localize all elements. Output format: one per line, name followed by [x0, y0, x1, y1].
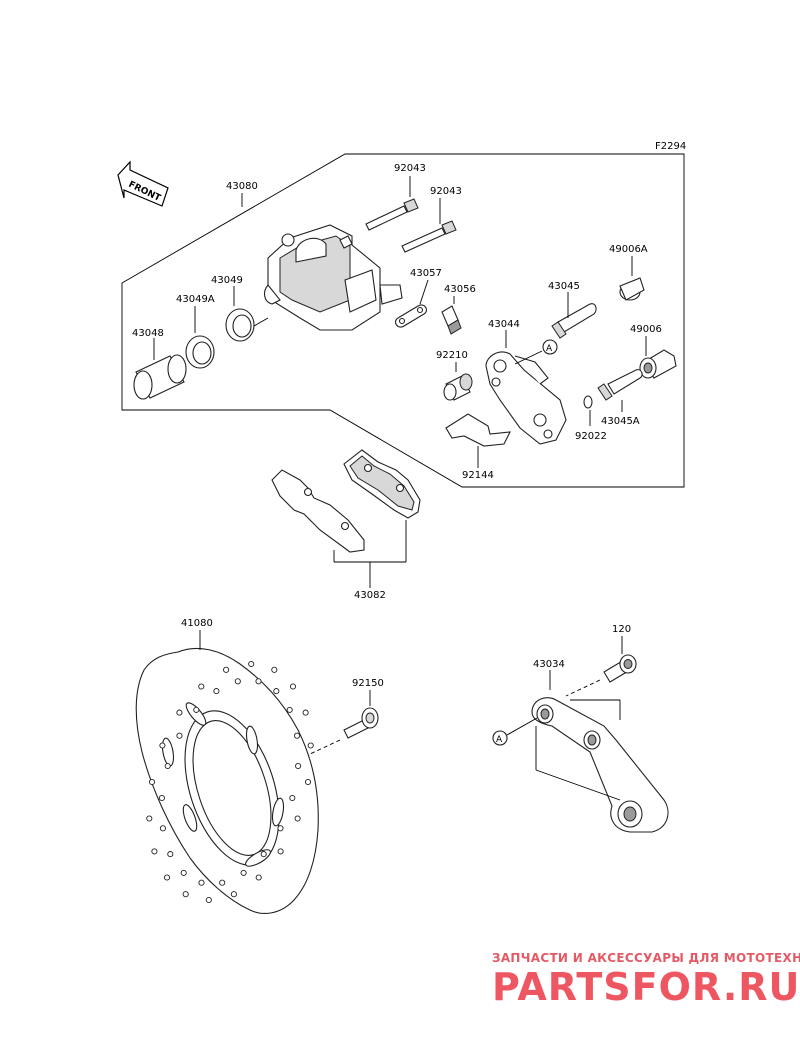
disc-hole	[167, 851, 174, 858]
label-49006: 49006	[630, 324, 662, 335]
bolt-92043-lower	[401, 198, 457, 253]
disc-hole	[146, 815, 153, 822]
part-43049A	[185, 306, 215, 369]
disc-hole	[277, 825, 284, 832]
disc-hole	[289, 683, 297, 690]
disc-hole	[295, 762, 302, 770]
watermark-brand: PARTSFOR.RU	[492, 965, 800, 1009]
disc-hole	[205, 896, 212, 904]
bolt-92043-upper	[365, 176, 419, 231]
disc-hole	[219, 879, 226, 886]
part-43082-brake-pads	[271, 449, 421, 588]
diagram-code: F2294	[655, 141, 686, 152]
disc-hole	[255, 678, 262, 685]
disc-hole	[289, 794, 296, 802]
part-41080-brake-disc	[135, 630, 319, 914]
label-43056: 43056	[444, 284, 476, 295]
label-92022: 92022	[575, 431, 607, 442]
disc-hole	[307, 742, 314, 749]
label-92210: 92210	[436, 350, 468, 361]
disc-hole	[286, 706, 293, 713]
caliper-assembly-outline	[121, 153, 685, 488]
part-43057	[395, 279, 429, 328]
label-43082: 43082	[354, 590, 386, 601]
disc-hole	[164, 762, 171, 770]
part-120-bolt	[565, 636, 637, 697]
part-43045A	[597, 369, 643, 412]
label-43034: 43034	[533, 659, 565, 670]
label-43057: 43057	[410, 268, 442, 279]
disc-hole	[277, 848, 284, 855]
disc-hole	[213, 688, 220, 695]
disc-hole	[248, 660, 255, 668]
disc-hole	[193, 706, 200, 713]
disc-hole	[151, 848, 158, 855]
ref-marker-a-upper: A	[514, 339, 558, 365]
watermark-caption: ЗАПЧАСТИ И АКСЕССУАРЫ ДЛЯ МОТОТЕХНИКИ	[492, 951, 800, 965]
disc-hole	[159, 742, 166, 749]
ref-marker-a-lower: A	[492, 717, 538, 746]
label-49006A: 49006A	[609, 244, 648, 255]
disc-hole	[304, 778, 312, 786]
part-92022	[583, 395, 593, 426]
disc-hole	[198, 683, 205, 690]
disc-hole	[198, 879, 205, 886]
label-43045: 43045	[548, 281, 580, 292]
part-49006	[639, 336, 677, 379]
part-43048	[133, 338, 187, 400]
part-49006A	[619, 256, 645, 301]
disc-hole	[271, 666, 278, 673]
label-43048: 43048	[132, 328, 164, 339]
disc-hole	[176, 732, 183, 739]
label-92144: 92144	[462, 470, 494, 481]
label-92043-lower: 92043	[430, 186, 462, 197]
disc-hole	[234, 678, 241, 685]
label-41080: 41080	[181, 618, 213, 629]
disc-hole	[180, 869, 187, 876]
disc-hole	[148, 778, 156, 786]
disc-hole	[163, 874, 171, 881]
disc-hole	[240, 869, 247, 876]
part-92210	[443, 362, 473, 401]
label-92150: 92150	[352, 678, 384, 689]
part-43045	[551, 292, 597, 339]
part-43056	[441, 296, 462, 335]
part-43049	[225, 286, 269, 342]
part-92144	[445, 413, 511, 468]
disc-hole	[273, 688, 280, 695]
disc-hole	[182, 891, 189, 898]
label-43049: 43049	[211, 275, 243, 286]
label-43044: 43044	[488, 319, 520, 330]
disc-hole	[176, 709, 183, 716]
svg-text:A: A	[496, 735, 503, 745]
front-arrow-icon: FRONT	[117, 160, 169, 207]
part-92150-disc-bolt	[309, 690, 379, 755]
disc-hole	[159, 825, 166, 832]
label-120: 120	[612, 624, 631, 635]
disc-hole	[302, 709, 309, 716]
label-92043-upper: 92043	[394, 163, 426, 174]
disc-hole	[230, 891, 237, 898]
label-43080: 43080	[226, 181, 258, 192]
caliper-body	[263, 224, 403, 331]
part-43044-bracket	[485, 330, 567, 445]
label-43045A: 43045A	[601, 416, 640, 427]
disc-hole	[260, 851, 267, 858]
disc-hole	[294, 732, 301, 739]
label-43049A: 43049A	[176, 294, 215, 305]
svg-text:A: A	[546, 344, 553, 354]
part-43034-torque-link	[531, 670, 669, 833]
disc-hole	[223, 666, 230, 673]
disc-hole	[158, 794, 165, 802]
disc-hole	[255, 874, 262, 881]
disc-hole	[294, 815, 301, 822]
